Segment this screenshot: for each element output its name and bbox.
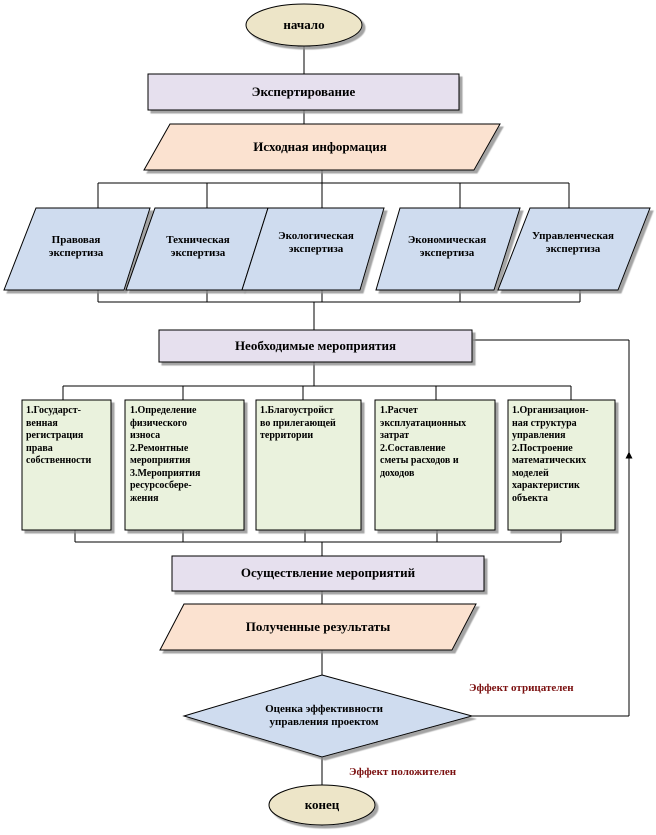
measure-text-1: 1.Государст- венная регистрация права со…: [26, 405, 92, 466]
expertise-ecological-shape: [241, 207, 385, 291]
evaluation-diamond: [182, 674, 474, 758]
measures-title-label: Необходимые мероприятия: [234, 337, 397, 353]
initial-info-parallelogram: [143, 123, 501, 171]
expertise-ecological-label: Экологическая экспертиза: [278, 230, 354, 255]
connector-lines: [62, 46, 633, 785]
evaluation-label: Оценка эффективности управления проектом: [265, 703, 383, 728]
measures-title-box: [158, 329, 473, 363]
initial-info-label: Исходная информация: [253, 138, 387, 154]
effect-positive-note: Эффект положителен: [349, 766, 457, 778]
expertise-technical-label: Техническая экспертиза: [166, 234, 230, 259]
results-label: Полученные результаты: [245, 618, 391, 634]
measure-box-5: [507, 399, 616, 531]
effect-negative-note: Эффект отрицателен: [469, 682, 574, 694]
end-oval: [268, 784, 376, 826]
measure-text-4: 1.Расчет эксплуатационных затрат 2.Соста…: [380, 405, 467, 479]
end-label: конец: [304, 796, 340, 812]
measure-box-2: [124, 399, 245, 531]
expertise-economic-shape: [375, 207, 521, 291]
implementation-box: [171, 555, 485, 592]
implementation-label: Осуществление мероприятий: [240, 565, 416, 581]
expertise-management-label: Управленческая экспертиза: [531, 230, 615, 255]
examination-box: [147, 73, 460, 111]
start-oval: [245, 3, 363, 47]
expertise-economic-label: Экономическая экспертиза: [407, 234, 487, 259]
results-parallelogram: [159, 603, 477, 651]
expertise-legal-shape: [3, 207, 151, 291]
start-label: начало: [283, 16, 325, 32]
measure-text-2: 1.Определение физического износа 2.Ремон…: [130, 405, 201, 504]
expertise-legal-label: Правовая экспертиза: [48, 234, 104, 259]
measure-text-5: 1.Организацион- ная структура управления…: [512, 405, 589, 504]
expertise-management-shape: [497, 207, 651, 291]
measure-box-1: [21, 399, 112, 531]
examination-label: Экспертирование: [251, 83, 356, 99]
measure-box-4: [374, 399, 496, 531]
measure-text-3: 1.Благоустройст во прилегающей территори…: [260, 405, 336, 441]
measure-box-3: [255, 399, 362, 531]
